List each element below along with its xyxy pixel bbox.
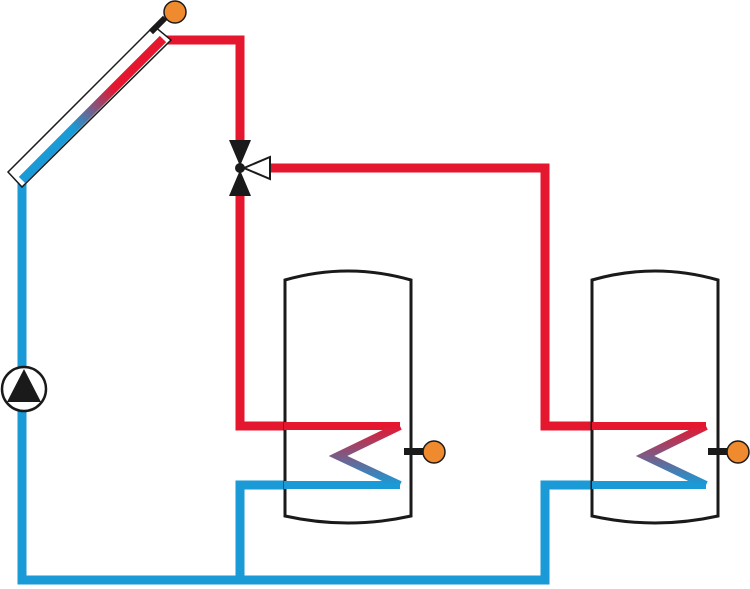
tank-2-sensor-stem xyxy=(708,448,732,455)
cold-main-loop xyxy=(17,180,600,585)
valve-top-wedge xyxy=(229,140,251,166)
heat-exchanger-coil xyxy=(635,422,708,489)
hot-line-to-tank-1 xyxy=(235,196,300,431)
tank-1-temperature-sensor xyxy=(422,440,446,464)
tank-1-sensor-stem xyxy=(404,448,426,455)
solar-collector xyxy=(6,0,187,189)
valve-side-port xyxy=(241,155,271,181)
tank-1-body xyxy=(283,269,413,525)
storage-tank-1 xyxy=(283,269,446,525)
storage-tank-2 xyxy=(590,269,750,525)
valve-actuator xyxy=(235,163,245,173)
circulation-pump xyxy=(0,365,48,413)
tank-2-temperature-sensor xyxy=(726,440,750,464)
heat-exchanger-coil xyxy=(328,422,402,489)
collector-sensor-stem xyxy=(148,15,168,35)
hot-flow-pipes xyxy=(162,35,600,431)
hot-supply-to-valve xyxy=(162,35,245,140)
cold-branch-tank-1 xyxy=(235,480,300,580)
tank-2-body xyxy=(590,269,720,525)
cold-return-pipes xyxy=(17,180,600,585)
collector-absorber xyxy=(18,35,167,184)
pump-direction-arrow-icon xyxy=(7,369,41,402)
three-way-diverter-valve xyxy=(229,140,271,196)
hot-line-to-tank-2 xyxy=(262,163,600,431)
valve-bottom-wedge xyxy=(229,170,251,196)
collector-temperature-sensor xyxy=(163,0,187,24)
